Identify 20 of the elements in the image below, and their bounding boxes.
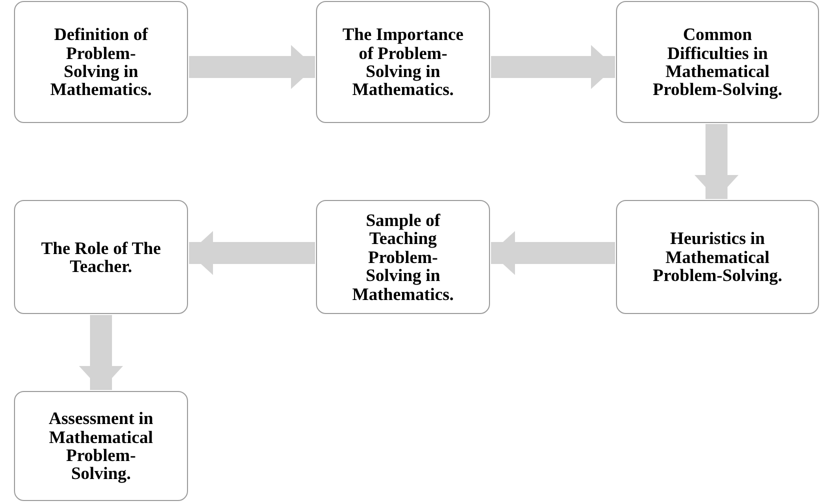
topic-box	[316, 200, 490, 314]
topic-box	[14, 391, 188, 501]
box-text: Common Difficulties in Mathematical Problem-Solving.	[652, 25, 784, 99]
block-arrow	[694, 124, 738, 199]
block-arrow	[189, 45, 315, 89]
topic-box	[14, 200, 188, 314]
block-arrow	[79, 315, 123, 390]
box-text: Sample of Teaching Problem-Solving in Mathematics.	[351, 211, 455, 303]
block-arrow	[491, 45, 615, 89]
box-text: The Role of The Teacher.	[40, 238, 162, 276]
box-text: Assessment in Mathematical Problem-Solving.	[48, 409, 154, 483]
box-text: Heuristics in Mathematical Problem-Solving.	[652, 229, 784, 285]
box-text: The Importance of Problem-Solving in Mathematics.	[341, 25, 465, 99]
block-arrow	[189, 231, 315, 275]
topic-box	[616, 1, 819, 123]
block-arrow	[491, 231, 615, 275]
topic-box	[14, 1, 188, 123]
topic-box	[316, 1, 490, 123]
topic-box	[616, 200, 819, 314]
box-text: Definition of Problem-Solving in Mathematics.	[49, 25, 153, 99]
